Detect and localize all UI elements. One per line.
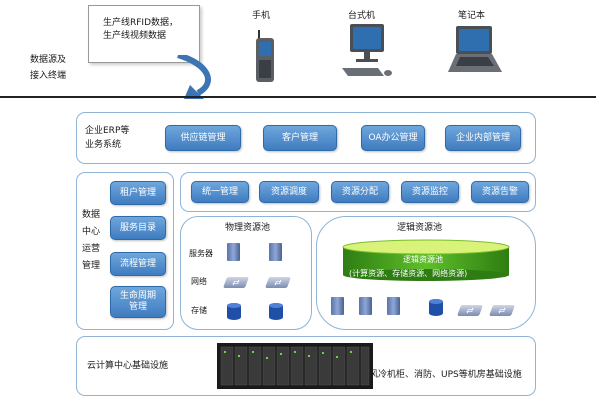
physical-pool-title: 物理资源池 (225, 223, 271, 233)
switch-icon: ⇄ (456, 305, 484, 316)
switch-icon: ⇄ (222, 277, 250, 288)
device-label-laptop: 笔记本 (458, 11, 486, 21)
supply-chain-button[interactable]: 供应链管理 (165, 125, 241, 151)
server-icon (359, 297, 372, 315)
storage-icon (429, 299, 443, 316)
desktop-icon (342, 24, 392, 76)
infra-panel: 云计算中心基础设施 风冷机柜、消防、UPS等机房基础设施 (76, 336, 536, 396)
device-label-phone: 手机 (252, 11, 271, 21)
resource-monitoring-button[interactable]: 资源监控 (401, 181, 459, 203)
resource-allocation-button[interactable]: 资源分配 (331, 181, 389, 203)
process-mgmt-button[interactable]: 流程管理 (110, 252, 166, 276)
tenant-mgmt-button[interactable]: 租户管理 (110, 181, 166, 205)
infra-label: 云计算中心基础设施 (87, 361, 169, 371)
logical-disk-title: 逻辑资源池 (403, 255, 443, 264)
ops-label: 数据 中心 运营 管理 (82, 210, 101, 271)
data-note: 生产线RFID数据， 生产线视频数据 (88, 5, 200, 63)
service-catalog-button[interactable]: 服务目录 (110, 216, 166, 240)
data-note-text: 生产线RFID数据， 生产线视频数据 (103, 18, 179, 41)
source-label: 数据源及 接入终端 (30, 55, 67, 81)
logical-pool-panel: 逻辑资源池 逻辑资源池 (计算资源、存储资源、网络资源) ⇄ ⇄ (316, 216, 536, 330)
switch-icon: ⇄ (488, 305, 516, 316)
internal-mgmt-button[interactable]: 企业内部管理 (445, 125, 521, 151)
storage-row-label: 存储 (191, 306, 207, 315)
logical-pool-title: 逻辑资源池 (397, 223, 443, 233)
lifecycle-mgmt-button[interactable]: 生命周期 管理 (110, 286, 166, 318)
phone-icon (256, 30, 274, 82)
network-row-label: 网络 (191, 277, 207, 286)
oa-mgmt-button[interactable]: OA办公管理 (361, 125, 425, 151)
resource-alarm-button[interactable]: 资源告警 (471, 181, 529, 203)
erp-panel: 企业ERP等 业务系统 供应链管理 客户管理 OA办公管理 企业内部管理 (76, 112, 536, 164)
server-row-label: 服务器 (189, 249, 213, 258)
server-icon (387, 297, 400, 315)
physical-pool-panel: 物理资源池 服务器 网络 存储 ⇄ ⇄ (180, 216, 312, 330)
infra-description: 风冷机柜、消防、UPS等机房基础设施 (369, 370, 522, 380)
resource-scheduling-button[interactable]: 资源调度 (259, 181, 319, 203)
server-icon (331, 297, 344, 315)
server-rack-icon (217, 343, 373, 389)
logical-pool-disk (342, 239, 510, 281)
divider-line (0, 96, 596, 98)
unified-mgmt-button[interactable]: 统一管理 (191, 181, 249, 203)
storage-icon (269, 303, 283, 320)
erp-label: 企业ERP等 业务系统 (85, 126, 130, 150)
server-icon (227, 243, 240, 261)
switch-icon: ⇄ (264, 277, 292, 288)
laptop-icon (448, 26, 502, 72)
device-label-desktop: 台式机 (348, 11, 376, 21)
server-icon (269, 243, 282, 261)
resource-mgmt-panel: 统一管理 资源调度 资源分配 资源监控 资源告警 (180, 172, 536, 212)
data-flow-arrow (177, 55, 211, 99)
ops-panel: 数据 中心 运营 管理 租户管理 服务目录 流程管理 生命周期 管理 (76, 172, 174, 330)
logical-disk-subtitle: (计算资源、存储资源、网络资源) (349, 269, 468, 278)
customer-mgmt-button[interactable]: 客户管理 (263, 125, 337, 151)
storage-icon (227, 303, 241, 320)
